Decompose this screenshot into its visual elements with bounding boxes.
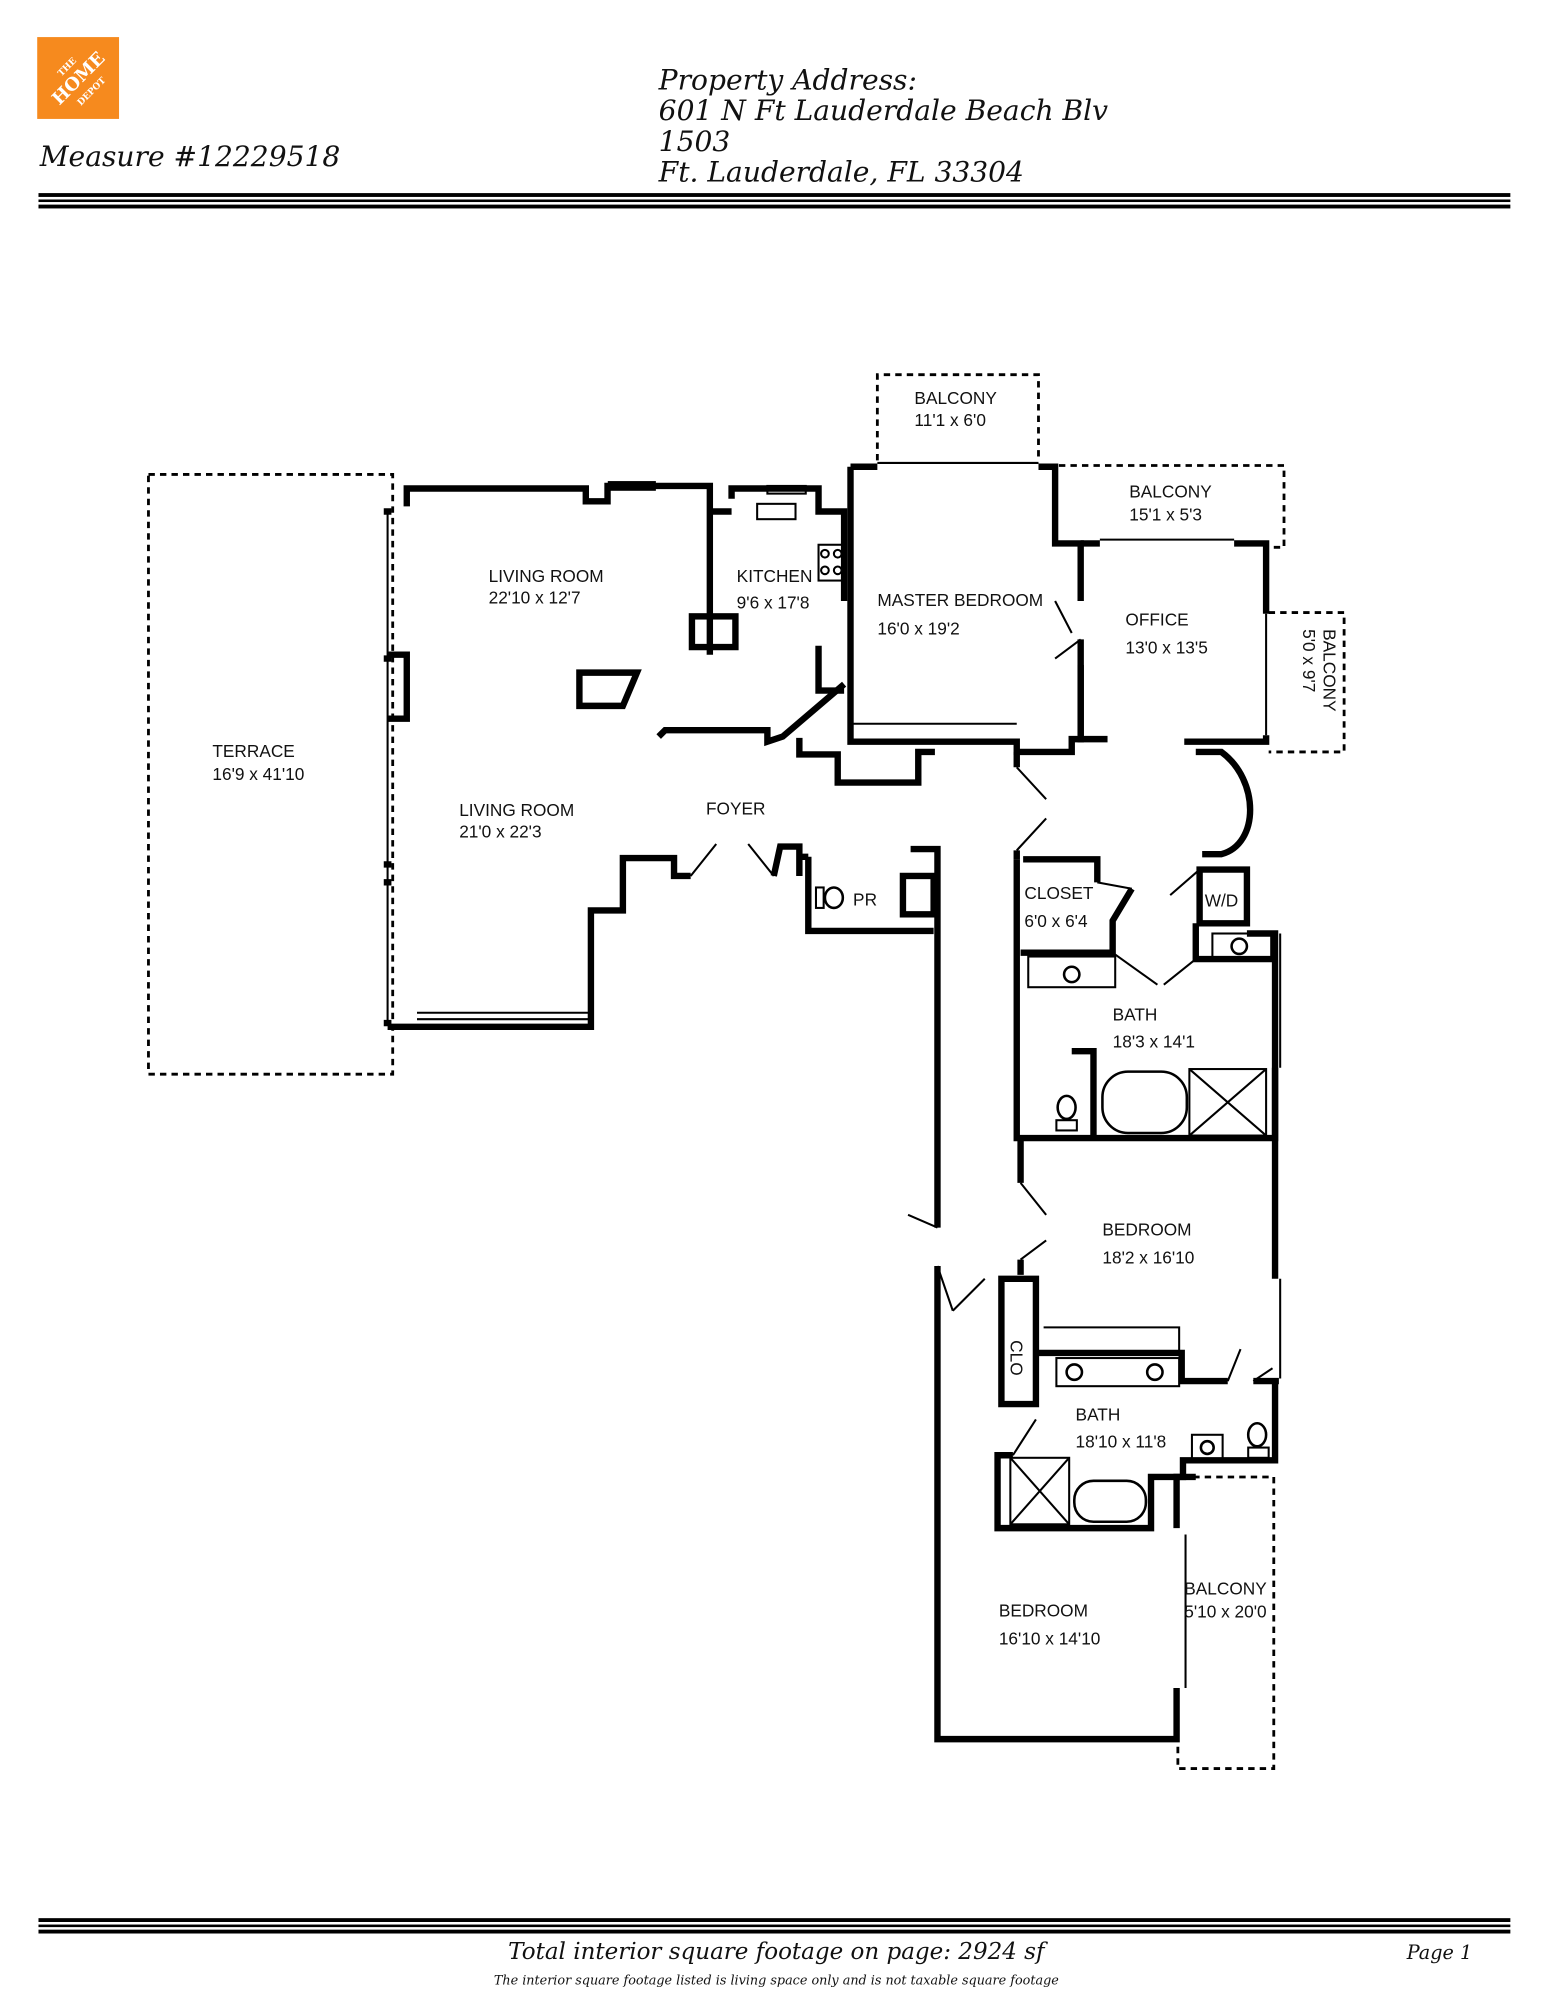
room-dimensions: 18'3 x 14'1	[1113, 1031, 1195, 1051]
room-dimensions: 9'6 x 17'8	[737, 593, 810, 613]
room-balcony-side: BALCONY 5'0 x 9'7	[1299, 629, 1339, 712]
room-dimensions: 5'0 x 9'7	[1299, 629, 1319, 692]
room-kitchen: KITCHEN 9'6 x 17'8	[737, 566, 813, 613]
room-name: BEDROOM	[1102, 1219, 1191, 1239]
balcony-top-outline	[875, 373, 1040, 461]
home-depot-logo: HOME THE DEPOT	[37, 37, 120, 119]
room-bedroom-2: BEDROOM 16'10 x 14'10	[999, 1600, 1101, 1648]
room-office: OFFICE 13'0 x 13'5	[1125, 609, 1207, 657]
room-name: LIVING ROOM	[489, 566, 604, 586]
room-dimensions: 16'0 x 19'2	[877, 618, 959, 638]
address-line1: 601 N Ft Lauderdale Beach Blv	[659, 94, 1108, 127]
room-dimensions: 16'10 x 14'10	[999, 1629, 1101, 1649]
footage-disclaimer: The interior square footage listed is li…	[494, 1974, 1059, 1989]
room-name: BEDROOM	[999, 1600, 1088, 1620]
room-name: TERRACE	[212, 741, 294, 761]
room-dimensions: 15'1 x 5'3	[1129, 504, 1202, 524]
room-powder: PR	[853, 889, 877, 909]
room-bath-2: BATH 18'10 x 11'8	[1076, 1405, 1167, 1452]
room-living-room-1: LIVING ROOM 22'10 x 12'7	[489, 566, 604, 608]
footer-divider	[38, 1918, 1511, 1934]
address-line2: 1503	[659, 125, 731, 158]
balcony-side-outline	[1268, 611, 1346, 754]
room-name: OFFICE	[1125, 609, 1188, 629]
room-name: MASTER BEDROOM	[877, 590, 1043, 610]
address-line3: Ft. Lauderdale, FL 33304	[658, 156, 1024, 189]
room-closet: CLOSET 6'0 x 6'4	[1024, 883, 1093, 931]
total-square-footage: Total interior square footage on page: 2…	[508, 1939, 1048, 1965]
room-terrace: TERRACE 16'9 x 41'10	[212, 741, 304, 784]
room-dimensions: 22'10 x 12'7	[489, 588, 581, 608]
room-name: LIVING ROOM	[459, 800, 574, 820]
room-dimensions: 11'1 x 6'0	[914, 410, 985, 430]
room-name: BATH	[1113, 1004, 1158, 1024]
page-number: Page 1	[1406, 1941, 1472, 1964]
room-dimensions: 5'10 x 20'0	[1184, 1602, 1266, 1622]
room-name: BATH	[1076, 1405, 1121, 1425]
header-divider	[38, 193, 1511, 209]
room-bath-1: BATH 18'3 x 14'1	[1113, 1004, 1195, 1051]
room-dimensions: 18'10 x 11'8	[1076, 1432, 1167, 1452]
room-name: KITCHEN	[737, 566, 813, 586]
balcony-right-outline	[1058, 464, 1286, 549]
room-dimensions: 18'2 x 16'10	[1102, 1247, 1194, 1267]
room-dimensions: 13'0 x 13'5	[1125, 637, 1207, 657]
room-name: BALCONY	[914, 388, 997, 408]
room-balcony-right: BALCONY 15'1 x 5'3	[1129, 481, 1212, 524]
room-master-bedroom: MASTER BEDROOM 16'0 x 19'2	[877, 590, 1043, 638]
room-dimensions: 21'0 x 22'3	[459, 822, 541, 842]
balcony-bottom-outline	[1176, 1475, 1276, 1770]
measure-number: Measure #12229518	[39, 140, 341, 173]
room-bedroom-1: BEDROOM 18'2 x 16'10	[1102, 1219, 1194, 1267]
room-balcony-bottom: BALCONY 5'10 x 20'0	[1184, 1579, 1267, 1622]
address-label: Property Address:	[658, 64, 917, 97]
room-name: BALCONY	[1184, 1579, 1267, 1599]
room-foyer: FOYER	[706, 799, 765, 819]
room-name: BALCONY	[1320, 629, 1340, 712]
room-clo: CLO	[1006, 1340, 1026, 1375]
room-name: CLOSET	[1024, 883, 1093, 903]
room-living-room-2: LIVING ROOM 21'0 x 22'3	[459, 800, 574, 842]
room-dimensions: 16'9 x 41'10	[212, 764, 304, 784]
walls	[383, 461, 1282, 1743]
terrace-outline	[147, 473, 395, 1076]
room-balcony-top: BALCONY 11'1 x 6'0	[914, 388, 997, 430]
room-wd: W/D	[1205, 891, 1239, 911]
room-dimensions: 6'0 x 6'4	[1024, 911, 1088, 931]
room-name: BALCONY	[1129, 481, 1212, 501]
